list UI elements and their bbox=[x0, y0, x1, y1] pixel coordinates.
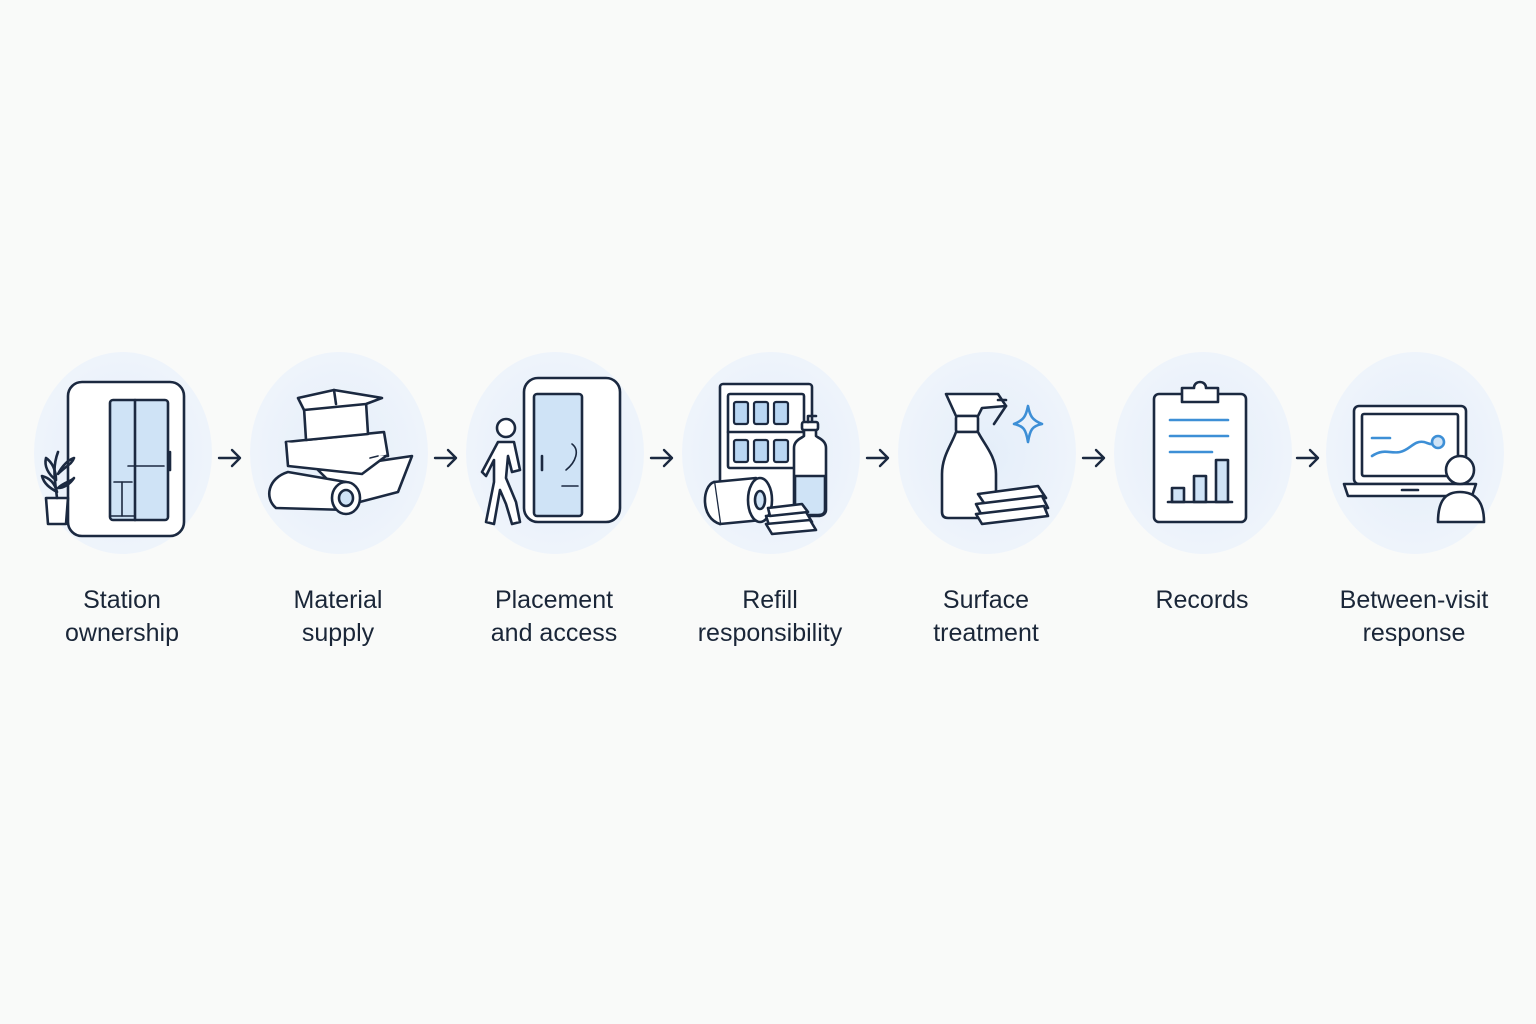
spray-bottle-icon bbox=[940, 392, 1050, 526]
arrow-icon bbox=[1080, 446, 1108, 470]
step-label-line2: response bbox=[1362, 619, 1466, 647]
step-label-line1: Station bbox=[83, 586, 161, 614]
step-label: Records bbox=[1072, 584, 1332, 617]
arrow-icon bbox=[864, 446, 892, 470]
step-label: Refill responsibility bbox=[640, 584, 900, 650]
step-label-line1: Surface bbox=[942, 586, 1030, 614]
arrow-icon bbox=[432, 446, 460, 470]
step-label: Material supply bbox=[208, 584, 468, 650]
step-label-line2: ownership bbox=[65, 619, 179, 647]
step-label-line1: Refill bbox=[742, 586, 798, 614]
step-label: Surface treatment bbox=[856, 584, 1116, 650]
arrow-icon bbox=[1294, 446, 1322, 470]
step-label-line1: Material bbox=[293, 586, 383, 614]
step-label-line1: Between-visit bbox=[1339, 586, 1489, 614]
step-label-line1: Placement bbox=[494, 586, 614, 614]
booth-icon bbox=[40, 380, 186, 538]
clipboard-chart-icon bbox=[1152, 380, 1248, 524]
refill-cabinet-icon bbox=[703, 382, 828, 536]
arrow-icon bbox=[648, 446, 676, 470]
supplies-icon bbox=[267, 388, 414, 516]
laptop-user-icon bbox=[1342, 404, 1486, 524]
step-label: Placement and access bbox=[424, 584, 684, 650]
step-label-line2: and access bbox=[490, 619, 618, 647]
person-entering-booth-icon bbox=[480, 376, 622, 526]
step-label-line1: Records bbox=[1155, 586, 1249, 614]
step-label-line2: treatment bbox=[933, 619, 1039, 647]
step-label: Station ownership bbox=[0, 584, 252, 650]
arrow-icon bbox=[216, 446, 244, 470]
step-label-line2: supply bbox=[301, 619, 375, 647]
step-label: Between-visit response bbox=[1284, 584, 1536, 650]
step-label-line2: responsibility bbox=[697, 619, 843, 647]
